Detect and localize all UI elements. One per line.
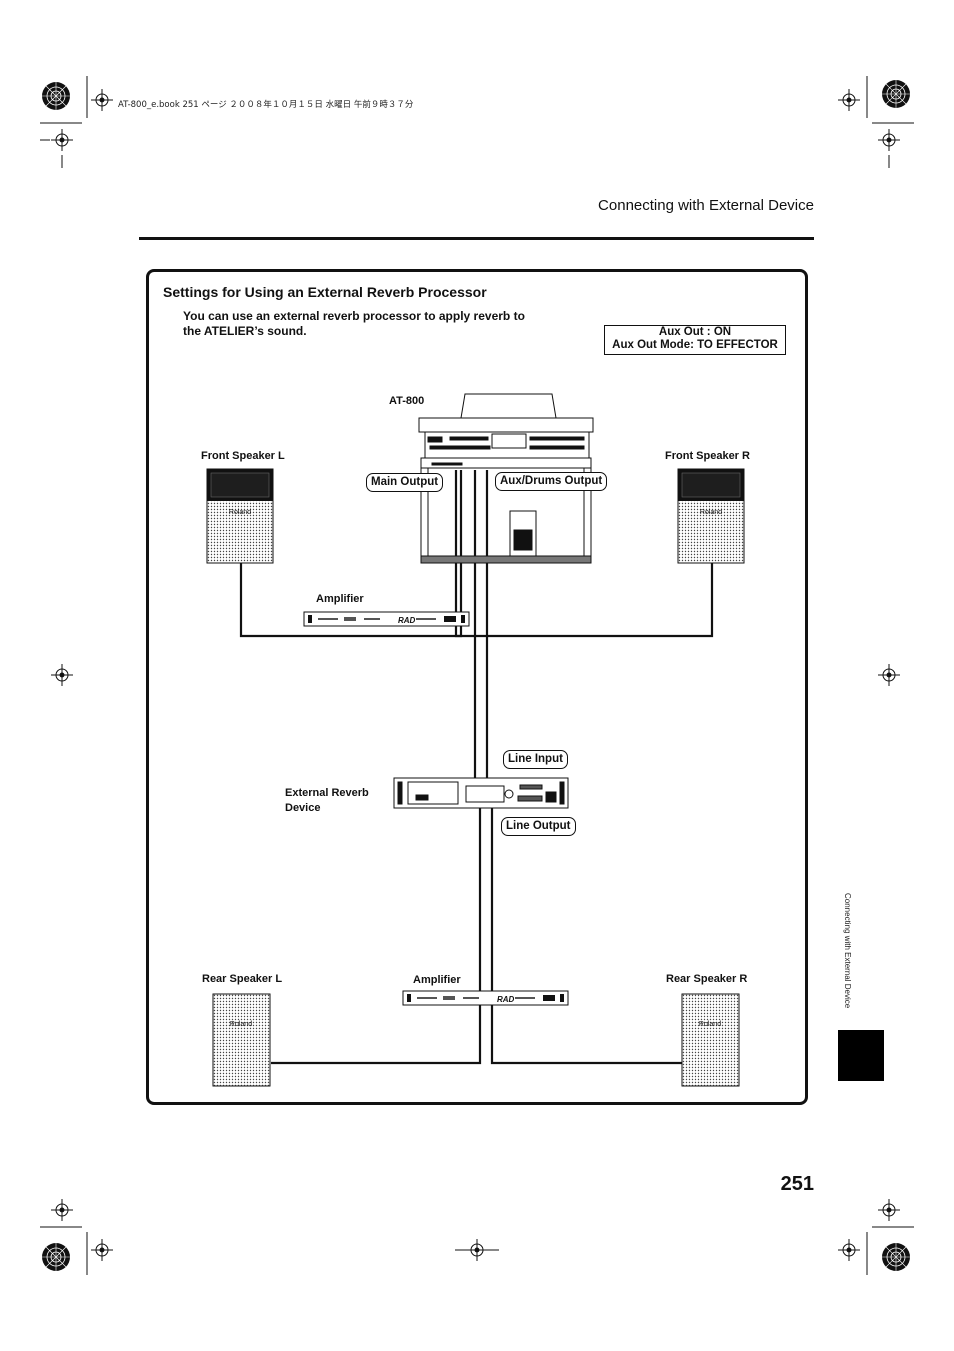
front-speaker-left-brand: Roland bbox=[229, 509, 251, 516]
header-rule bbox=[139, 237, 814, 240]
amplifier-top bbox=[303, 611, 470, 627]
cables bbox=[239, 470, 714, 1065]
page-number: 251 bbox=[780, 1173, 814, 1195]
print-header: AT-800_e.book 251 ページ ２００８年１０月１５日 水曜日 午前… bbox=[118, 100, 414, 110]
amplifier-bottom-label: Amplifier bbox=[413, 974, 461, 986]
cable-front-right bbox=[454, 470, 714, 638]
section-intro: You can use an external reverb processor… bbox=[183, 309, 525, 338]
organ-label: AT-800 bbox=[389, 395, 425, 407]
amplifier-bottom bbox=[402, 990, 569, 1006]
reverb-device-label: External Reverb Device bbox=[285, 787, 369, 814]
front-speaker-left-label: Front Speaker L bbox=[201, 450, 285, 462]
rear-speaker-left-brand: Roland bbox=[230, 1021, 252, 1028]
main-output-callout: Main Output bbox=[366, 473, 444, 492]
front-speaker-left bbox=[206, 468, 274, 564]
rear-speaker-left-label: Rear Speaker L bbox=[202, 973, 283, 985]
external-reverb-device bbox=[393, 777, 569, 809]
section-title: Settings for Using an External Reverb Pr… bbox=[163, 284, 487, 300]
rear-speaker-right bbox=[681, 993, 740, 1087]
rear-speaker-right-brand: Roland bbox=[699, 1021, 721, 1028]
line-input-callout: Line Input bbox=[503, 750, 568, 769]
rear-speaker-left bbox=[212, 993, 271, 1087]
settings-aux-out-mode: Aux Out Mode: TO EFFECTOR bbox=[612, 338, 778, 351]
cable-rear-right bbox=[490, 808, 682, 1065]
settings-box: Aux Out : ON Aux Out Mode: TO EFFECTOR bbox=[604, 325, 786, 355]
cable-front-left bbox=[239, 470, 463, 638]
amplifier-top-brand: RAD bbox=[398, 616, 416, 625]
line-output-callout: Line Output bbox=[501, 817, 576, 836]
amplifier-top-label: Amplifier bbox=[316, 593, 364, 605]
running-head: Connecting with External Device bbox=[598, 197, 814, 214]
front-speaker-right bbox=[677, 468, 745, 564]
rear-speaker-right-label: Rear Speaker R bbox=[666, 973, 748, 985]
diagram-panel bbox=[146, 269, 808, 1105]
front-speaker-right-brand: Roland bbox=[700, 509, 722, 516]
at-800-organ bbox=[418, 393, 594, 564]
side-tab-text: Connecting with External Device bbox=[843, 893, 852, 1009]
settings-aux-out: Aux Out : ON bbox=[658, 326, 732, 338]
front-speaker-right-label: Front Speaker R bbox=[665, 450, 750, 462]
side-tab bbox=[838, 1030, 884, 1081]
amplifier-bottom-brand: RAD bbox=[497, 995, 515, 1004]
cable-rear-left bbox=[271, 808, 482, 1065]
aux-output-callout: Aux/Drums Output bbox=[495, 472, 608, 491]
